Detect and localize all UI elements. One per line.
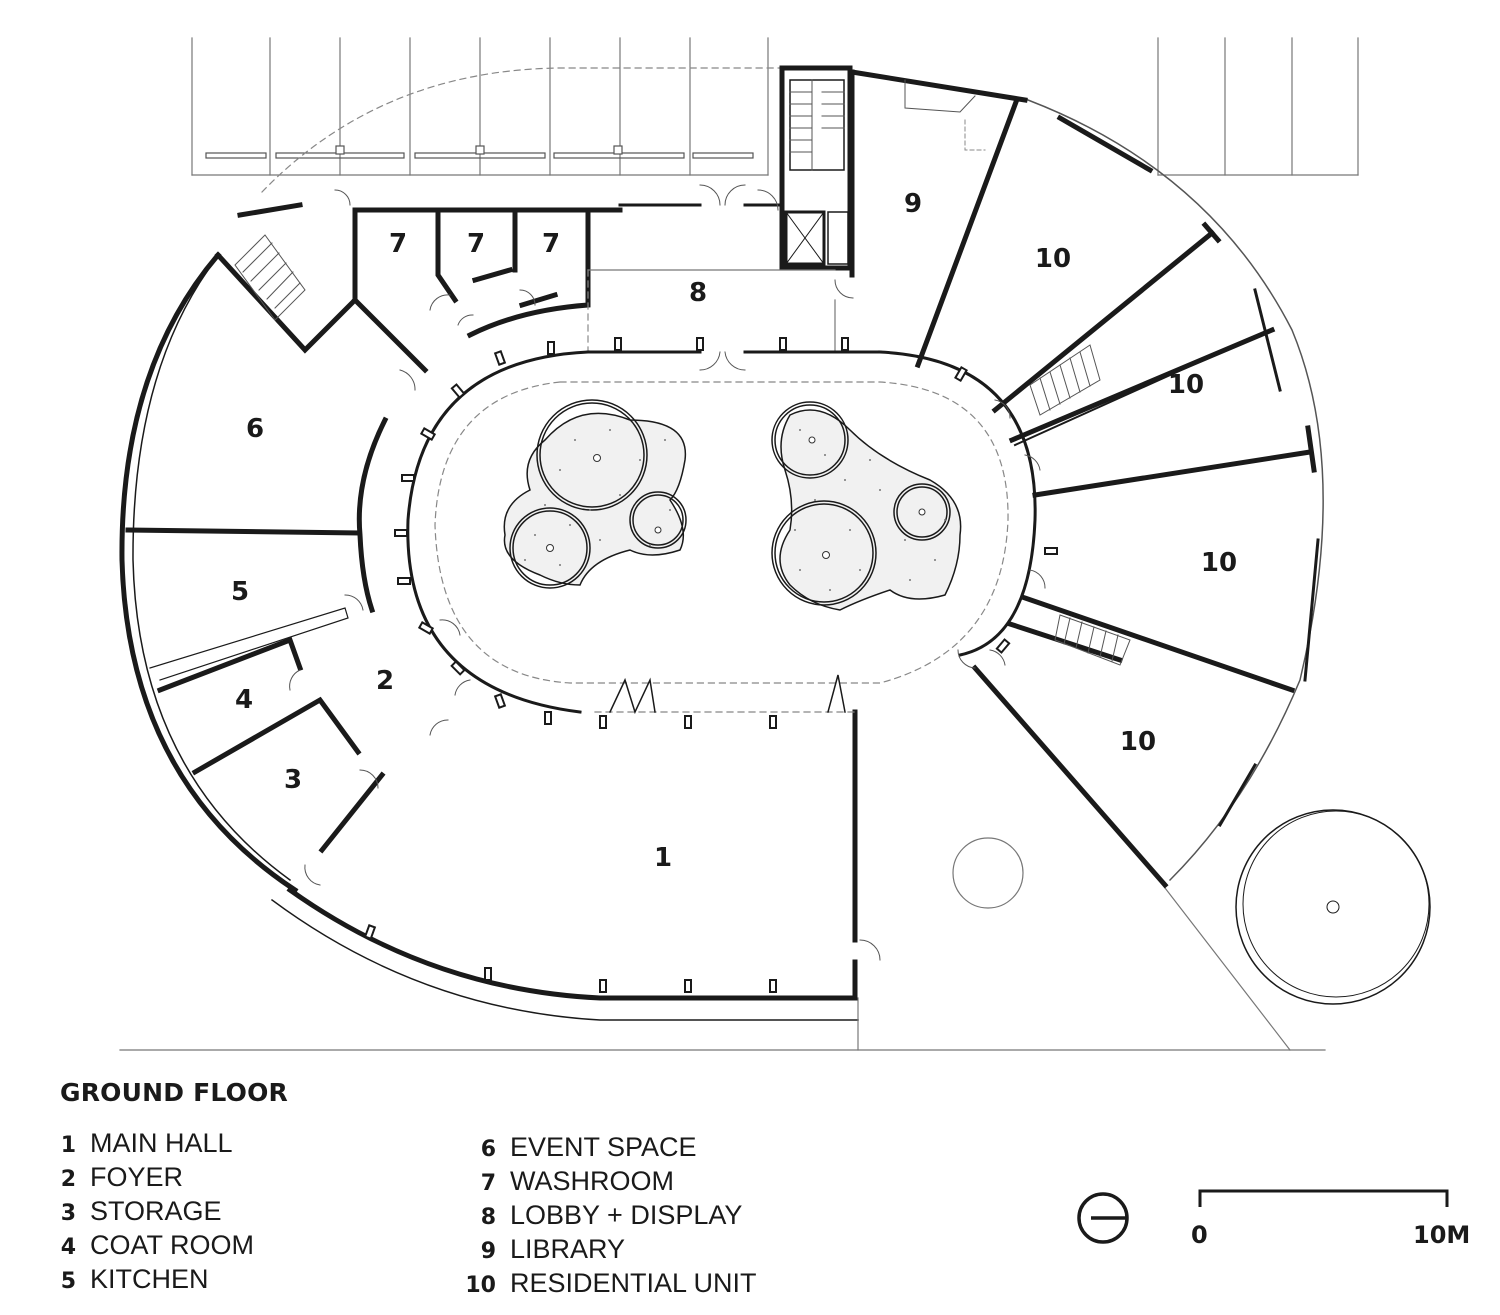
legend-item: 4 COAT ROOM — [56, 1228, 254, 1262]
legend-item-number: 2 — [60, 1167, 76, 1192]
room-label-lobby: 8 — [689, 278, 707, 308]
legend-item-label: STORAGE — [90, 1196, 222, 1226]
legend-item-label: MAIN HALL — [90, 1128, 233, 1158]
room-label-coat-room: 4 — [235, 685, 253, 715]
main-hall-south-wall — [270, 898, 859, 1021]
room-label-storage: 3 — [284, 765, 302, 795]
legend-item-number: 6 — [480, 1137, 496, 1162]
outer-wall-east — [1027, 99, 1324, 882]
legend-item: 6 EVENT SPACE — [462, 1130, 757, 1164]
courtyard-wall — [878, 350, 1037, 657]
legend-item: 1 MAIN HALL — [56, 1126, 254, 1160]
elevator — [784, 210, 826, 266]
parking-bays-right — [1157, 37, 1359, 176]
legend-item-label: EVENT SPACE — [510, 1132, 697, 1162]
room-label-kitchen: 5 — [231, 577, 249, 607]
legend-item-number: 3 — [60, 1201, 76, 1226]
legend-item: 8 LOBBY + DISPLAY — [462, 1198, 757, 1232]
legend-item-label: LIBRARY — [510, 1234, 626, 1264]
legend-item: 2 FOYER — [56, 1160, 254, 1194]
canopy-outline — [261, 67, 781, 193]
unit-stairs — [1029, 344, 1131, 666]
legend-item-number: 4 — [60, 1235, 76, 1260]
planter-stipple — [524, 429, 946, 591]
planters — [503, 399, 1431, 1005]
floor-plan: 1 2 3 4 5 6 7 7 7 8 9 10 10 10 10 — [119, 37, 1431, 1051]
lobby-outline — [587, 269, 836, 353]
legend-title: GROUND FLOOR — [60, 1078, 288, 1107]
residential-walls — [971, 114, 1320, 889]
room-label-unit-4: 10 — [1120, 727, 1156, 757]
doors — [289, 184, 1046, 961]
legend-item-number: 5 — [60, 1269, 76, 1294]
room-label-main-hall: 1 — [654, 843, 672, 873]
courtyard-dashed — [434, 381, 1009, 684]
room-labels: 1 2 3 4 5 6 7 7 7 8 9 10 10 10 10 — [231, 189, 1237, 873]
room-label-library: 9 — [904, 189, 922, 219]
legend-item: 3 STORAGE — [56, 1194, 254, 1228]
legend-item-number: 9 — [480, 1239, 496, 1264]
room-label-washroom-3: 7 — [542, 229, 560, 259]
scale-bar — [1198, 1189, 1449, 1207]
legend-item: 7 WASHROOM — [462, 1164, 757, 1198]
west-stair — [234, 234, 306, 321]
room-label-washroom-2: 7 — [467, 229, 485, 259]
room-label-unit-2: 10 — [1168, 370, 1204, 400]
room-label-unit-3: 10 — [1201, 548, 1237, 578]
parking-bays-left — [191, 37, 769, 176]
legend-item-label: LOBBY + DISPLAY — [510, 1200, 743, 1230]
room-label-foyer: 2 — [376, 666, 394, 696]
legend-item-number: 10 — [465, 1273, 496, 1298]
legend-item-number: 8 — [480, 1205, 496, 1230]
stair-core — [779, 65, 853, 271]
legend-item-label: COAT ROOM — [90, 1230, 255, 1260]
legend-item: 10 RESIDENTIAL UNIT — [462, 1266, 757, 1300]
north-arrow-icon — [1077, 1192, 1129, 1244]
room-label-event-space: 6 — [246, 414, 264, 444]
legend-item-label: WASHROOM — [510, 1166, 674, 1196]
parking-curbs — [205, 145, 754, 159]
legend-item: 9 LIBRARY — [462, 1232, 757, 1266]
room-label-washroom-1: 7 — [389, 229, 407, 259]
legend-item-label: FOYER — [90, 1162, 184, 1192]
legend-item-number: 7 — [480, 1171, 496, 1196]
legend-item: 5 KITCHEN — [56, 1262, 254, 1296]
library-walls — [849, 69, 1028, 369]
room-label-unit-1: 10 — [1035, 244, 1071, 274]
scale-bar-start-label: 0 — [1191, 1221, 1208, 1249]
legend-item-label: RESIDENTIAL UNIT — [510, 1268, 757, 1298]
legend-item-number: 1 — [60, 1133, 76, 1158]
scale-bar-end-label: 10M — [1413, 1221, 1471, 1249]
legend-item-label: KITCHEN — [90, 1264, 209, 1294]
columns — [363, 337, 1058, 993]
outer-wall-west — [119, 251, 299, 894]
